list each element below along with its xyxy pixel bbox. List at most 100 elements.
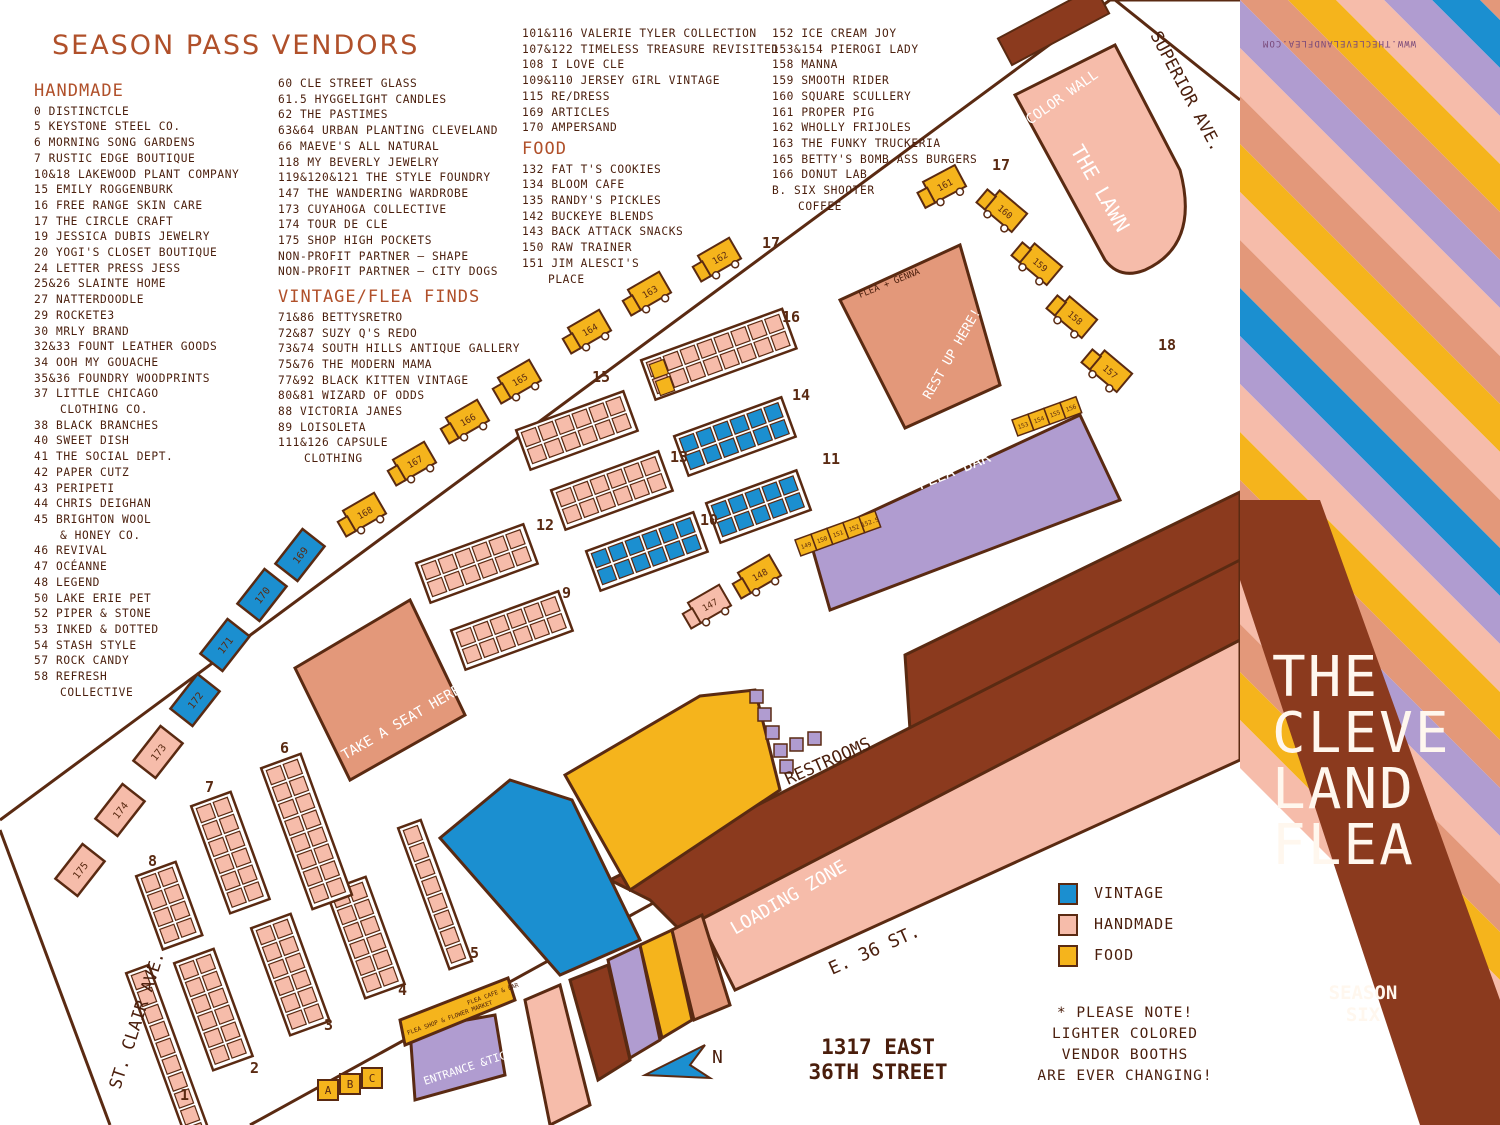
diag-booth-box <box>168 672 222 728</box>
booth-cell <box>623 462 644 483</box>
vendor-item: 143 BACK ATTACK SNACKS <box>522 225 684 239</box>
vendor-item: 45 BRIGHTON WOOL <box>34 512 152 526</box>
stripe <box>1240 288 1500 596</box>
truck-wheel <box>1053 315 1062 325</box>
food-strip-cell <box>857 509 882 534</box>
row-number: 3 <box>324 1016 333 1034</box>
color-wall <box>996 0 1111 67</box>
vendor-item: 54 STASH STYLE <box>34 638 137 652</box>
booth-cell <box>778 475 799 496</box>
booth-cell <box>213 853 235 875</box>
restroom-stall <box>757 707 772 722</box>
booth-cell <box>196 1010 218 1032</box>
vendor-item: 77&92 BLACK KITTEN VINTAGE <box>278 373 469 387</box>
booth-cell <box>359 915 381 937</box>
abc-label: B <box>347 1078 354 1091</box>
truck-wheel <box>720 607 730 616</box>
truck-cab <box>336 514 358 538</box>
row-number: 8 <box>148 852 157 870</box>
booth-cell <box>719 348 741 370</box>
diag-booth: 171 <box>198 617 252 673</box>
booth-cell <box>730 325 751 347</box>
vendor-item: 160 SQUARE SCULLERY <box>772 89 912 103</box>
stripe <box>1240 336 1500 644</box>
restroom-stall <box>773 743 788 758</box>
diag-booth-box <box>131 724 185 780</box>
booth-cell <box>282 758 304 780</box>
booth-cell <box>702 355 724 376</box>
truck-wheel <box>459 433 469 442</box>
booth-cell <box>342 921 364 943</box>
booth-cell <box>472 620 494 642</box>
diag-booth-box <box>53 842 107 898</box>
vendor-item: NON-PROFIT PARTNER – CITY DOGS <box>278 265 499 279</box>
booth-cell <box>220 870 241 892</box>
handmade-heading: HANDMADE <box>34 81 124 101</box>
booth-cell <box>226 1038 247 1059</box>
booth-cell <box>155 1037 176 1059</box>
booth-cell <box>175 917 197 939</box>
vendor-item: 27 NATTERDOODLE <box>34 293 145 307</box>
booth-cell <box>273 975 295 997</box>
e36-pink-strip <box>697 638 1240 992</box>
booth-cell <box>213 1004 235 1026</box>
truck-wheel <box>1070 330 1079 339</box>
booth-cell <box>437 553 459 575</box>
truck-wheel <box>936 197 945 207</box>
vendor-item: 17 THE CIRCLE CRAFT <box>34 214 174 228</box>
booth-row-6 <box>259 752 354 911</box>
brand-line-4: FLEA <box>1272 813 1415 878</box>
booth-cell <box>494 551 516 573</box>
booth-cell <box>695 426 717 448</box>
row-number: 18 <box>1158 336 1176 354</box>
vendor-item: 50 LAKE ERIE PET <box>34 591 152 605</box>
row-number: 7 <box>205 778 214 796</box>
abc-booth <box>339 1073 361 1095</box>
row-number: 15 <box>592 368 610 386</box>
diag-booth-box <box>198 617 252 673</box>
row-number: 2 <box>250 1059 259 1077</box>
diag-booth-box <box>273 527 327 583</box>
row-number: 5 <box>470 944 479 962</box>
booth-cell <box>679 344 701 366</box>
north-arrow: N <box>641 1044 723 1080</box>
booth-cell <box>288 775 310 797</box>
truck-cab <box>916 186 937 210</box>
row-number: 9 <box>562 584 571 602</box>
booth-cell <box>675 516 696 538</box>
truck-wheel <box>530 382 540 391</box>
food-truck: 163 <box>621 270 673 317</box>
booth-cell <box>294 792 316 814</box>
booth-cell <box>681 533 703 555</box>
food-strip-label: 153 <box>1017 421 1030 431</box>
booth-cell <box>561 503 583 525</box>
truck-wheel <box>1000 224 1009 233</box>
booth-row-15 <box>514 389 640 472</box>
truck-wheel <box>406 475 416 484</box>
booth-cell <box>658 523 679 544</box>
booth-cell <box>455 626 477 648</box>
booth-row-10 <box>584 510 710 593</box>
booth-cell <box>684 449 706 471</box>
stripe <box>1240 192 1500 500</box>
abc-booth <box>361 1067 383 1089</box>
booth-cell <box>540 595 561 617</box>
truck-wheel <box>356 526 366 535</box>
booth-cell <box>201 970 223 992</box>
booth-cell <box>195 802 217 824</box>
vendor-item: 53 INKED & DOTTED <box>34 622 159 636</box>
vendor-item: 158 MANNA <box>772 58 839 72</box>
truck-wheel <box>730 260 740 269</box>
vendor-item: 25&26 SLAINTE HOME <box>34 277 167 291</box>
booth-cell <box>420 559 442 581</box>
booth-cell <box>445 943 467 964</box>
truck-cab <box>1010 240 1033 264</box>
booth-cell <box>763 401 784 423</box>
vendor-item: 175 SHOP HIGH POCKETS <box>278 234 433 248</box>
